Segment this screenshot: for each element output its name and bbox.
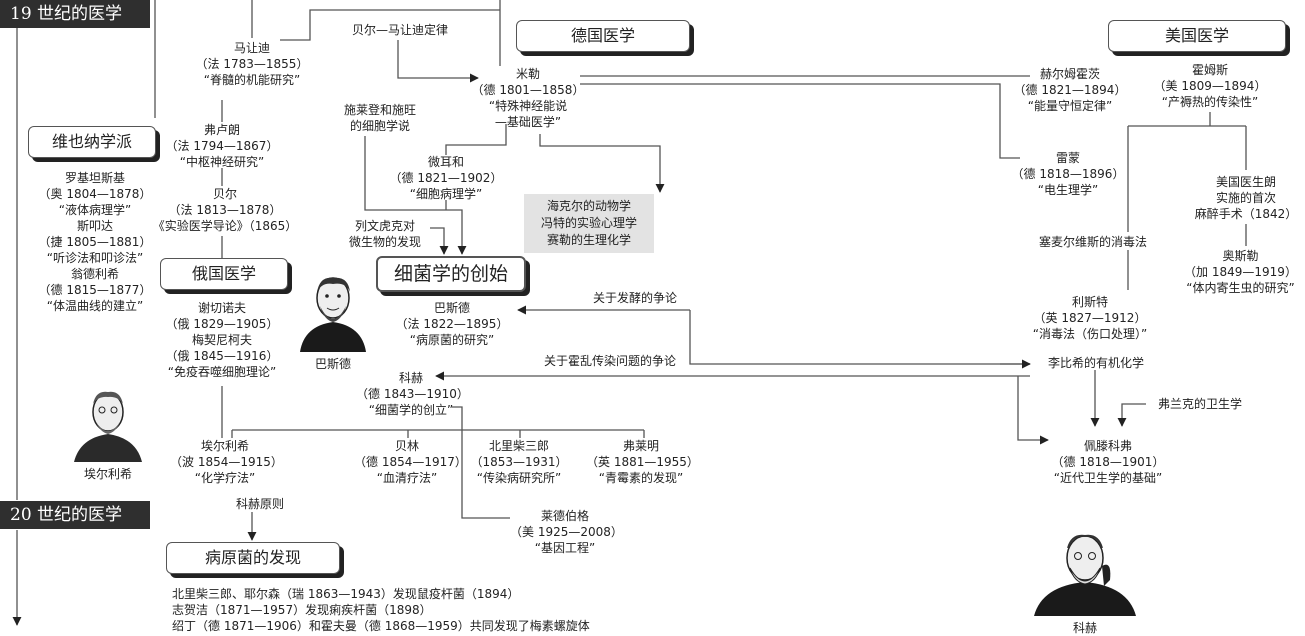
label-fermentation: 关于发酵的争论 (592, 291, 677, 305)
person-kitasato: 北里柴三郎（1853—1931）“传染病研究所” (470, 439, 568, 485)
label-koch-postulates: 科赫原则 (235, 497, 284, 511)
section-bacteriology: 细菌学的创始 (376, 256, 526, 292)
person-ehrlich: 埃尔利希（波 1854—1915）“化学疗法” (170, 439, 283, 485)
label-leeuwenhoek: 列文虎克对微生物的发现 (348, 219, 421, 249)
person-magendie: 马让迪（法 1783—1855）“脊髓的机能研究” (195, 41, 309, 87)
person-flourens: 弗卢朗（法 1794—1867）“中枢神经研究” (165, 123, 279, 169)
person-pasteur: 巴斯德（法 1822—1895）“病原菌的研究” (395, 301, 509, 347)
person-koch: 科赫（德 1843—1910）“细菌学的创立” (356, 371, 469, 417)
label-semmelweis: 塞麦尔维斯的消毒法 (1038, 235, 1147, 249)
section-russian: 俄国医学 (160, 258, 288, 290)
person-lederberg: 莱德伯格（美 1925—2008）“基因工程” (510, 509, 623, 555)
koch-portrait: 科赫 (1028, 526, 1142, 636)
person-bernard: 贝尔（法 1813—1878）《实验医学导论》（1865） (152, 187, 298, 233)
person-pettenkofer: 佩滕科弗（德 1818—1901）“近代卫生学的基础” (1051, 439, 1165, 485)
person-helmholtz: 赫尔姆霍茨（德 1821—1894）“能量守恒定律” (1013, 67, 1127, 113)
person-lister: 利斯特（英 1827—1912）“消毒法（伤口处理）” (1032, 295, 1148, 341)
label-cholera: 关于霍乱传染问题的争论 (543, 354, 676, 368)
section-american: 美国医学 (1108, 20, 1286, 52)
label-schleiden: 施莱登和施旺的细胞学说 (343, 103, 416, 133)
era-20th-century: 20 世纪的医学 (0, 501, 150, 529)
section-pathogen: 病原菌的发现 (166, 542, 340, 574)
person-fleming: 弗莱明（英 1881—1955）“青霉素的发现” (586, 439, 699, 485)
era-19th-century: 19 世纪的医学 (0, 0, 150, 28)
label-bell-magendie: 贝尔—马让迪定律 (351, 23, 448, 37)
person-muller: 米勒（德 1801—1858）“特殊神经能说—基础医学” (471, 67, 585, 129)
person-long: 美国医生朗实施的首次麻醉手术（1842） (1194, 175, 1298, 221)
person-osler: 奥斯勒（加 1849—1919）“体内寄生虫的研究” (1184, 249, 1297, 295)
person-virchow: 微耳和（德 1821—1902）“细胞病理学” (389, 155, 503, 201)
gray-box: 海克尔的动物学冯特的实验心理学赛勒的生理化学 (524, 194, 654, 253)
section-german: 德国医学 (516, 20, 690, 52)
vienna-people: 罗基坦斯基（奥 1804—1878）“液体病理学” 斯叩达（捷 1805—188… (38, 171, 152, 313)
russian-people: 谢切诺夫（俄 1829—1905）梅契尼柯夫 （俄 1845—1916）“免疫吞… (165, 301, 279, 379)
section-vienna: 维也纳学派 (28, 126, 156, 158)
label-liebig: 李比希的有机化学 (1047, 356, 1144, 370)
person-reymond: 雷蒙（德 1818—1896）“电生理学” (1011, 151, 1125, 197)
person-holmes: 霍姆斯（美 1809—1894）“产褥热的传染性” (1153, 63, 1267, 109)
pasteur-portrait: 巴斯德 (296, 270, 370, 372)
label-frank: 弗兰克的卫生学 (1157, 397, 1242, 411)
person-behring: 贝林（德 1854—1917）“血清疗法” (354, 439, 467, 485)
pathogen-list: 北里柴三郎、耶尔森（瑞 1863—1943）发现鼠疫杆菌（1894）志贺洁（18… (172, 587, 590, 633)
ehrlich-portrait: 埃尔利希 (70, 384, 146, 482)
